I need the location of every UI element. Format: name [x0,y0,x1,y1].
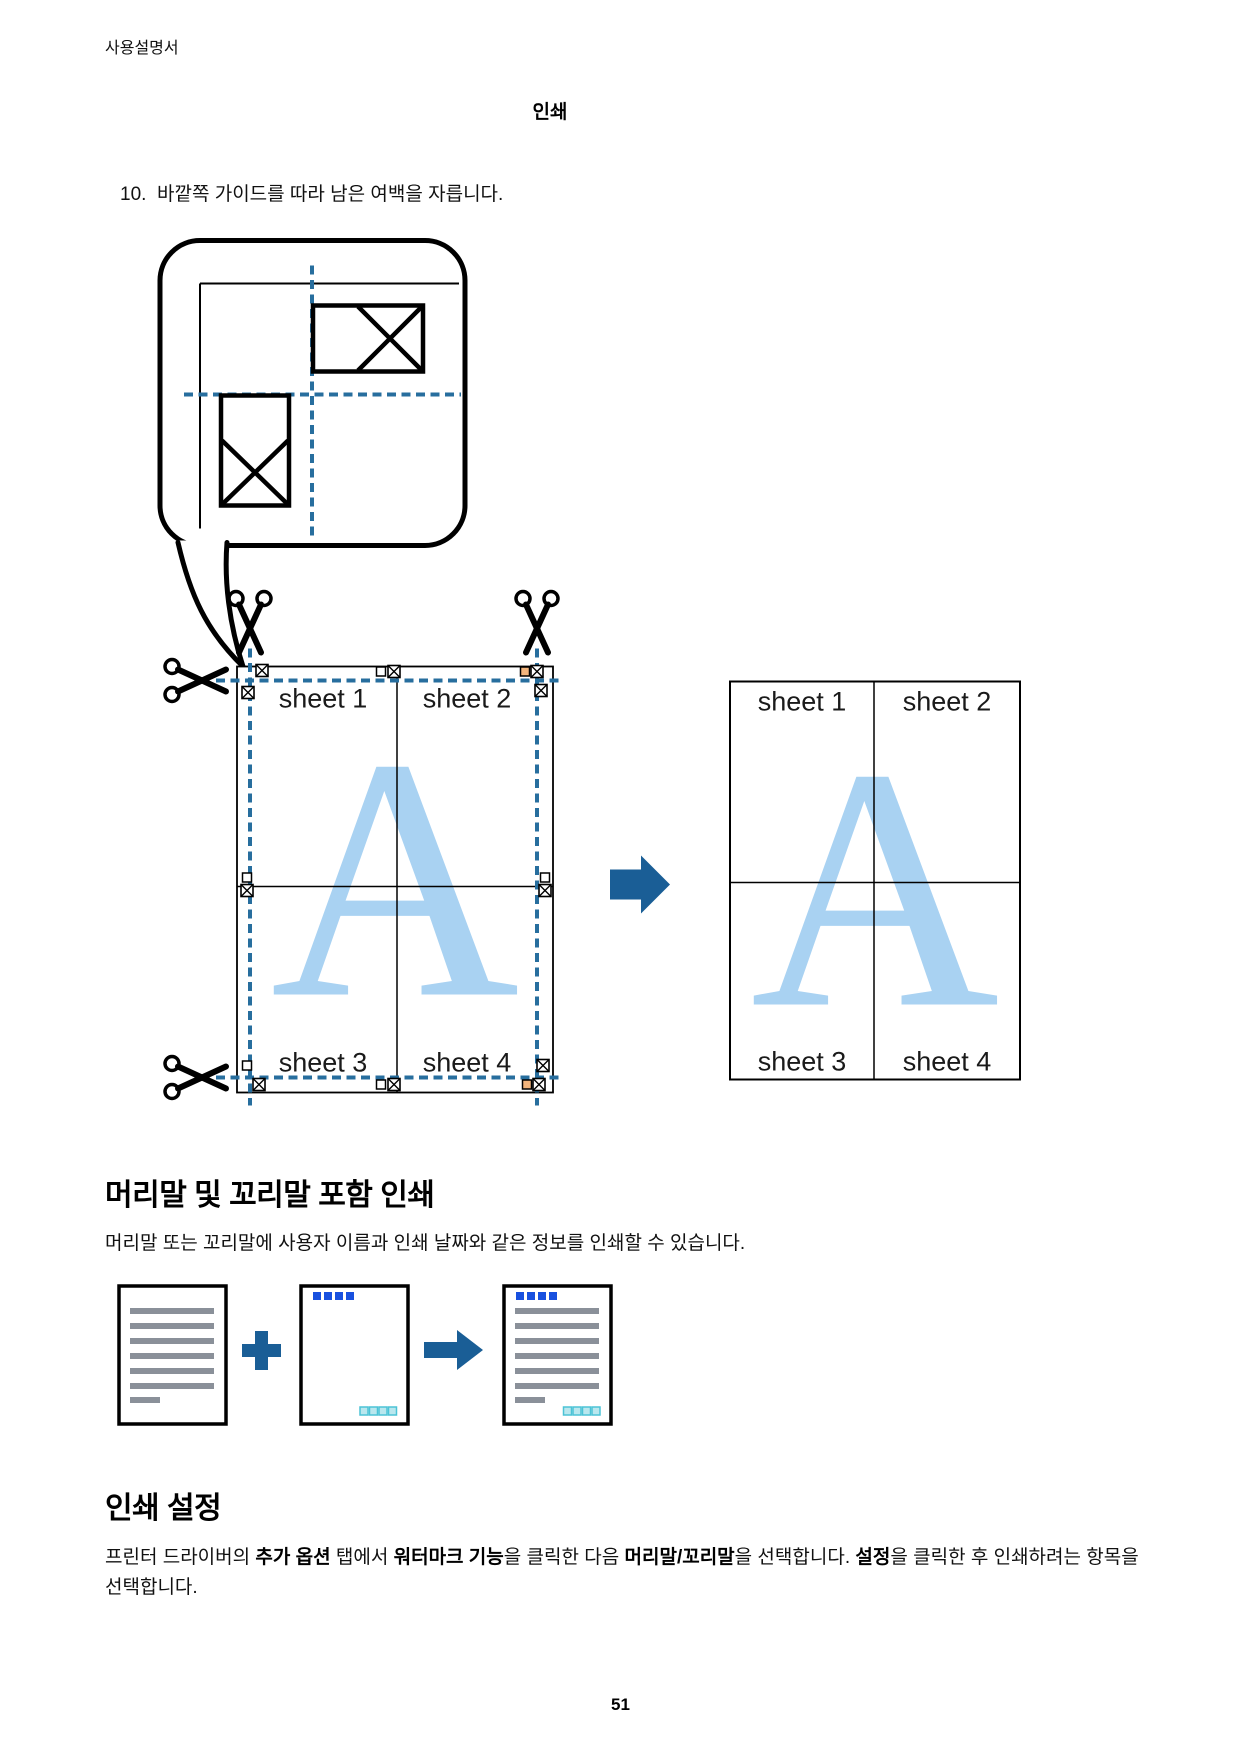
arrow-right-icon [424,1330,483,1370]
sheet-label: sheet 2 [423,684,512,714]
plus-icon [242,1331,281,1370]
document-page-icon [117,1284,228,1426]
registration-mark-icon [310,303,426,374]
document-title: 사용설명서 [105,40,179,57]
section-body-print-settings: 프린터 드라이버의 추가 옵션 탭에서 워터마크 기능을 클릭한 다음 머리말/… [105,1543,1145,1603]
magnifier-callout [157,238,468,669]
text-segment: 을 클릭한 후 인쇄하려는 항목을 선택합니다. [105,1547,1139,1598]
section-title-print-settings: 인쇄 설정 [105,1492,222,1525]
arrow-right-icon [610,855,670,914]
poster-letter: A [270,688,519,1070]
bold-ui-term: 추가 옵션 [255,1547,331,1568]
section-body-header-footer: 머리말 또는 꼬리말에 사용자 이름과 인쇄 날짜와 같은 정보를 인쇄할 수 … [105,1233,746,1254]
scissors-icon [516,592,558,653]
sheet-label: sheet 3 [279,1048,368,1078]
cut-guide-dashed-lines [216,648,562,1106]
chapter-title: 인쇄 [532,102,568,123]
header-footer-page-icon [299,1284,410,1426]
bold-ui-term: 워터마크 기능 [393,1547,504,1568]
header-footer-figure [117,1284,613,1426]
sheet-label: sheet 4 [423,1048,512,1078]
poster-cutting-figure: A [157,238,1021,1106]
registration-mark-icon [218,393,292,508]
page-number: 51 [611,1695,630,1714]
text-segment: 프린터 드라이버의 [105,1547,256,1568]
step-text: 바깥쪽 가이드를 따라 남은 여백을 자릅니다. [157,184,504,205]
sheet-label: sheet 3 [758,1047,847,1077]
section-title-header-footer: 머리말 및 꼬리말 포함 인쇄 [105,1179,435,1212]
step-number: 10. [120,184,147,205]
step-10: 10. 바깥쪽 가이드를 따라 남은 여백을 자릅니다. [120,179,503,206]
bold-ui-term: 설정 [855,1547,891,1568]
sheet-label: sheet 4 [903,1047,992,1077]
text-segment: 탭에서 [330,1547,394,1568]
merged-page-icon [502,1284,613,1426]
sheet-label: sheet 2 [903,687,992,717]
text-segment: 을 선택합니다. [734,1547,856,1568]
text-segment: 을 클릭한 다음 [503,1547,625,1568]
poster-letter: A [750,698,999,1080]
bold-ui-term: 머리말/꼬리말 [624,1547,735,1568]
sheet-label: sheet 1 [279,684,368,714]
sheet-label: sheet 1 [758,687,847,717]
printed-sheet-with-guides: A [165,592,562,1106]
assembled-poster: A sheet 1 sheet 2 sheet 3 sheet 4 [729,680,1021,1081]
